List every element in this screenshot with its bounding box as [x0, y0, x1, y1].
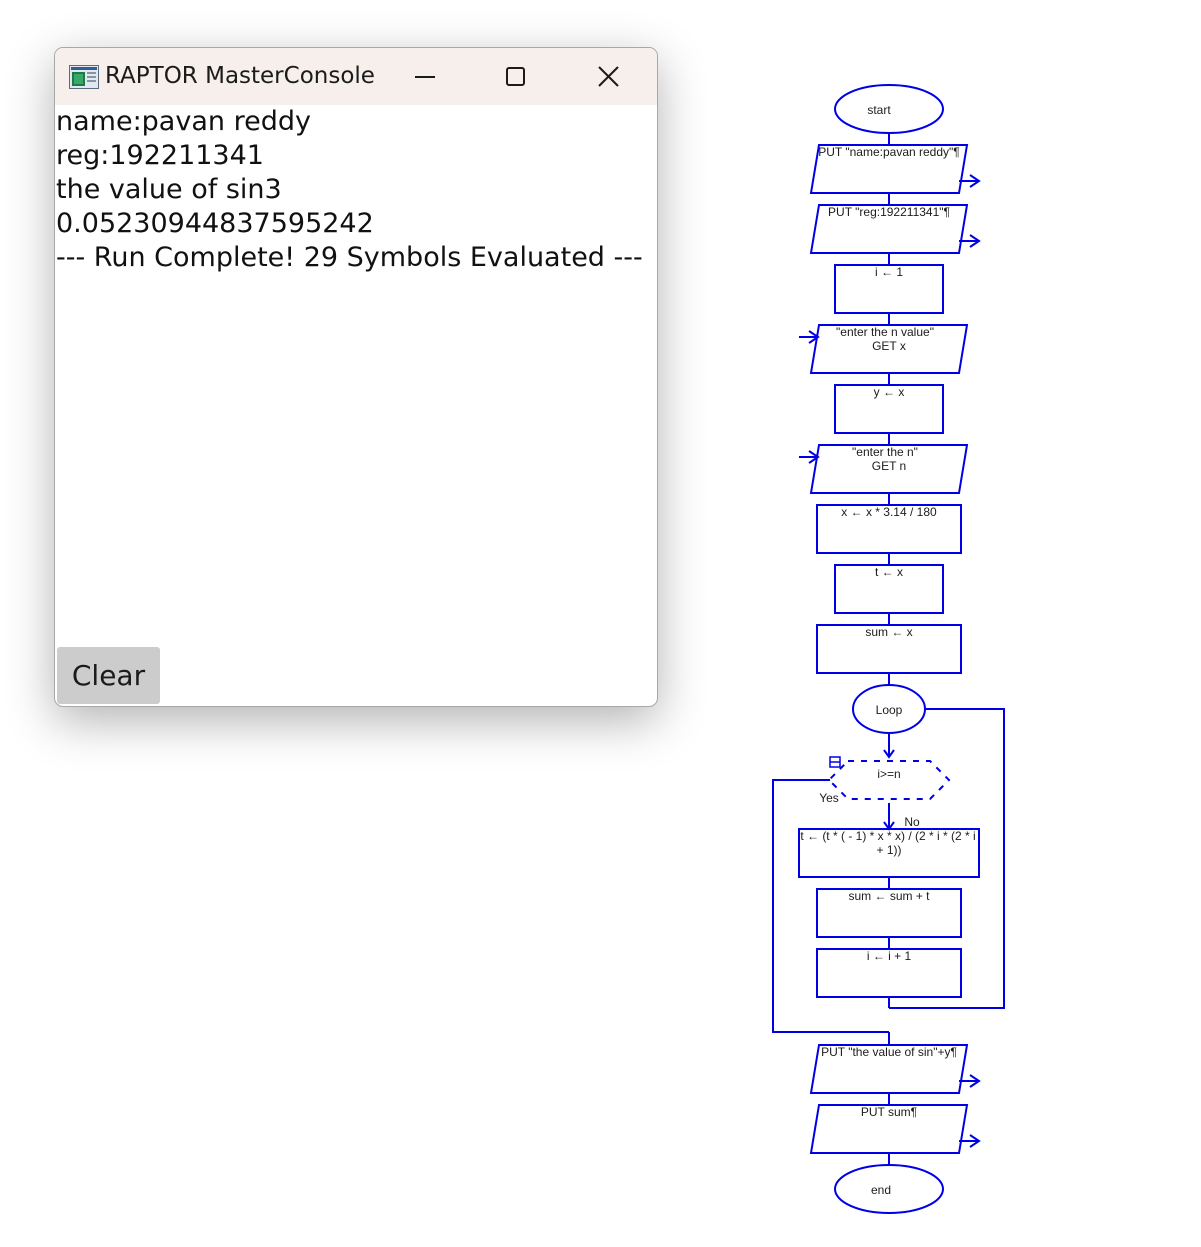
- flow-assign-y-label: y ← x: [874, 385, 905, 399]
- output-line: 0.05230944837595242: [56, 208, 374, 239]
- flow-put-reg-label: PUT "reg:192211341"¶: [828, 205, 950, 219]
- flow-increment-i-shape: [816, 948, 962, 998]
- flow-condition-label: i>=n: [877, 767, 900, 781]
- flow-get-n-prompt-label: "enter the n": [852, 445, 918, 459]
- flow-put-sin-label: PUT "the value of sin"+y¶: [821, 1045, 957, 1059]
- flow-put-sum-label: PUT sum¶: [861, 1105, 917, 1119]
- flow-update-t-shape: [798, 828, 980, 878]
- flow-condition-shape: [827, 760, 951, 800]
- clear-button[interactable]: Clear: [57, 647, 160, 704]
- flow-convert-x-label: x ← x * 3.14 / 180: [841, 505, 937, 519]
- flow-start-label: start: [867, 103, 891, 117]
- output-line: the value of sin3: [56, 174, 282, 205]
- console-window: RAPTOR MasterConsole name:pavan reddy re…: [54, 47, 658, 707]
- flow-get-x-shape: [809, 324, 969, 374]
- flow-get-x-prompt-label: "enter the n value": [836, 325, 934, 339]
- minimize-button[interactable]: [395, 48, 455, 105]
- title-bar[interactable]: RAPTOR MasterConsole: [55, 48, 657, 105]
- output-line: --- Run Complete! 29 Symbols Evaluated -…: [56, 242, 643, 273]
- close-button[interactable]: [578, 48, 638, 105]
- flow-convert-x-shape: [816, 504, 962, 554]
- flow-get-n-label: GET n: [872, 459, 906, 473]
- flow-start-oval: [834, 84, 944, 134]
- flow-update-sum-label: sum ← sum + t: [848, 889, 930, 903]
- flow-put-sin-shape: [809, 1044, 969, 1094]
- flow-loop-label: Loop: [876, 703, 903, 717]
- window-title: RAPTOR MasterConsole: [105, 63, 375, 89]
- flow-put-name-label: PUT "name:pavan reddy"¶: [818, 145, 959, 159]
- maximize-icon: [506, 67, 525, 86]
- flow-end-oval: [834, 1164, 944, 1214]
- flow-put-reg-shape: [809, 204, 969, 254]
- close-icon: [598, 66, 619, 87]
- flow-loop-oval: [852, 684, 926, 734]
- raptor-app-icon: [69, 65, 99, 89]
- flow-put-sum-shape: [809, 1104, 969, 1154]
- flow-assign-i-shape: [834, 264, 944, 314]
- flow-no-label: No: [904, 815, 920, 829]
- maximize-button[interactable]: [486, 48, 546, 105]
- output-line: name:pavan reddy: [56, 106, 311, 137]
- console-output[interactable]: name:pavan reddy reg:192211341 the value…: [55, 105, 657, 275]
- flow-get-x-label: GET x: [872, 339, 906, 353]
- flow-assign-y-shape: [834, 384, 944, 434]
- flow-assign-sum-shape: [816, 624, 962, 674]
- flow-yes-label: Yes: [819, 791, 839, 805]
- flow-update-sum-shape: [816, 888, 962, 938]
- flow-assign-t-shape: [834, 564, 944, 614]
- flow-get-n-shape: [809, 444, 969, 494]
- flow-end-label: end: [871, 1183, 891, 1197]
- output-line: reg:192211341: [56, 140, 264, 171]
- flow-increment-i-label: i ← i + 1: [867, 949, 912, 963]
- flow-assign-i-label: i ← 1: [875, 265, 903, 279]
- flow-update-t-label-line1: t ← (t * ( - 1) * x * x) / (2 * i * (2 *…: [800, 829, 975, 843]
- minimize-icon: [415, 76, 435, 78]
- flow-assign-t-label: t ← x: [875, 565, 903, 579]
- flow-assign-sum-label: sum ← x: [865, 625, 912, 639]
- flow-put-name-shape: [809, 144, 969, 194]
- flow-update-t-label-line2: + 1)): [876, 843, 901, 857]
